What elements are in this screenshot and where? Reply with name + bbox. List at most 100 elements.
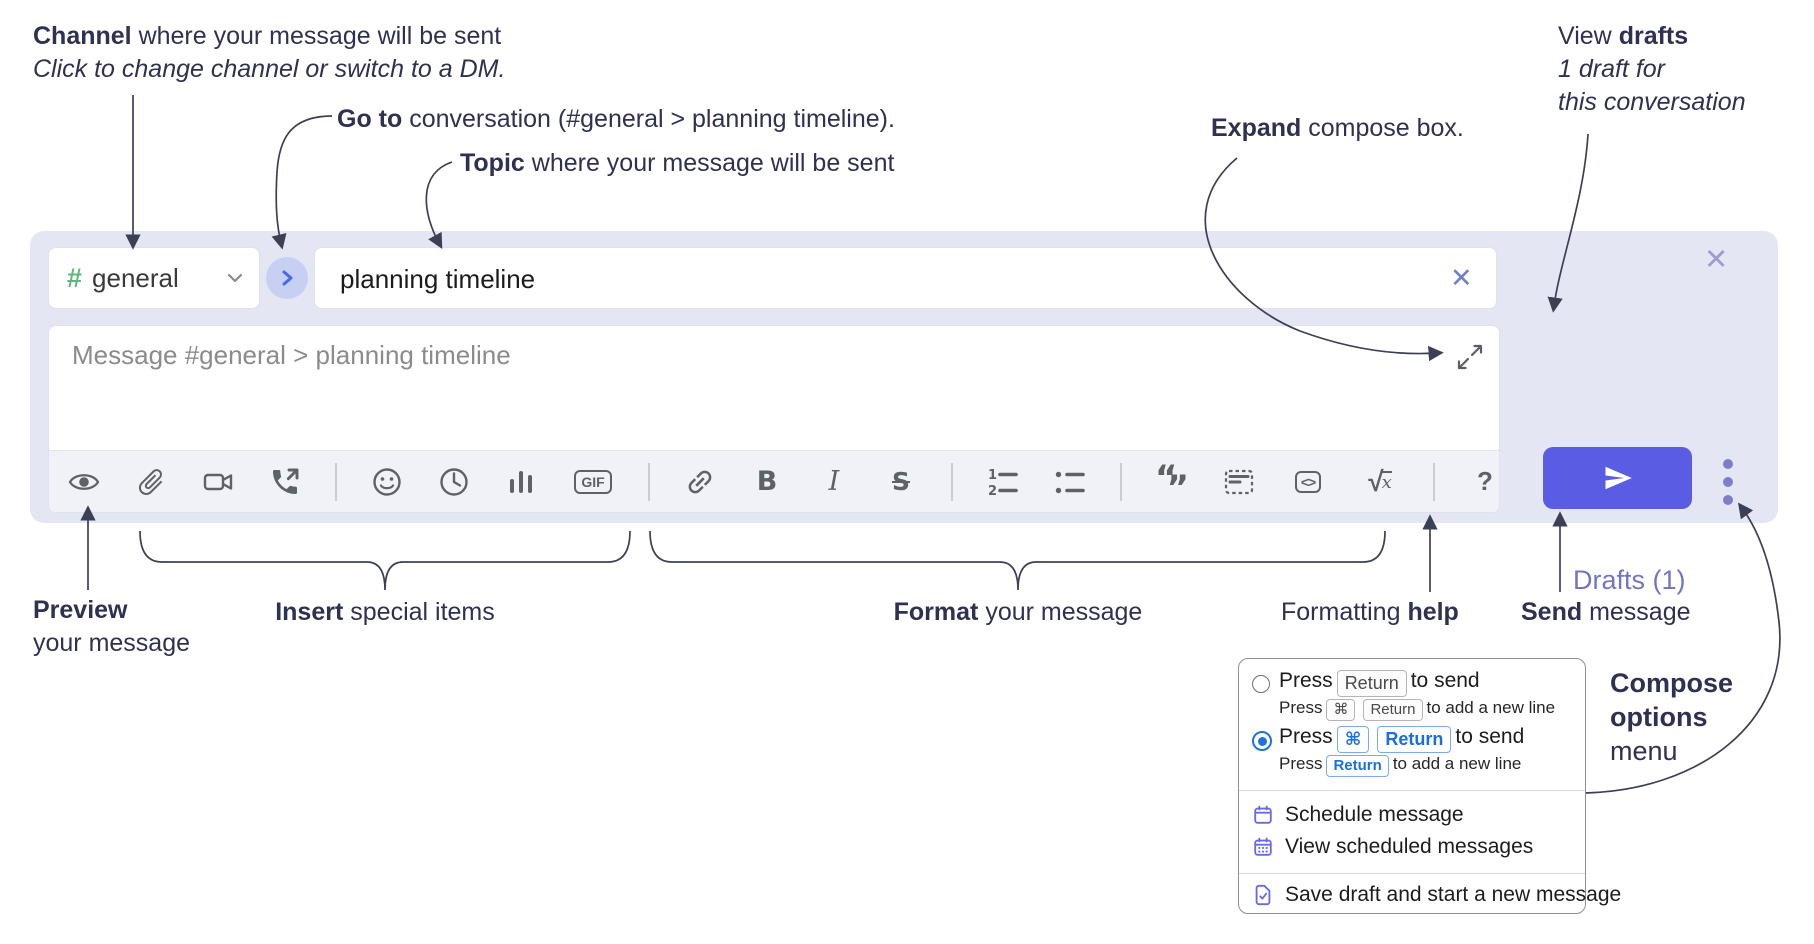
spoiler-button[interactable] — [1222, 465, 1256, 499]
smiley-icon — [373, 467, 401, 496]
voice-call-button[interactable] — [268, 465, 302, 499]
phone-call-icon — [273, 468, 299, 494]
gif-button[interactable]: GIF — [571, 465, 615, 499]
formatting-help-button[interactable]: ? — [1468, 465, 1502, 499]
toolbar-divider — [335, 462, 337, 501]
annotation-insert: Insert special items — [275, 598, 495, 626]
link-button[interactable] — [683, 465, 717, 499]
expand-compose-button[interactable] — [1457, 344, 1483, 375]
annotation-compose-options: Compose options menu — [1610, 668, 1734, 766]
cmd-key: ⌘ — [1326, 699, 1356, 721]
drafts-link[interactable]: Drafts (1) — [1573, 565, 1686, 595]
return-key: Return — [1377, 726, 1452, 753]
cmd-sends-radio[interactable] — [1252, 731, 1272, 751]
compose-box: # general ✕ ✕ — [30, 231, 1778, 595]
compose-options-menu-button[interactable] — [1717, 459, 1739, 505]
menu-divider — [1239, 790, 1585, 791]
paperclip-icon — [138, 468, 163, 495]
menu-item-schedule-message[interactable]: Schedule message — [1252, 803, 1464, 827]
arrow-goto — [271, 115, 333, 250]
cmd-key: ⌘ — [1336, 726, 1370, 753]
toolbar-divider — [1433, 462, 1435, 501]
italic-button[interactable]: I — [817, 465, 851, 499]
quote-icon: “ ” — [1155, 457, 1189, 508]
kebab-icon — [1723, 459, 1733, 469]
eye-icon — [68, 473, 100, 490]
numbered-list-button[interactable]: 1 2 — [986, 465, 1020, 499]
menu-item-view-scheduled[interactable]: View scheduled messages — [1252, 835, 1533, 859]
draft-check-icon — [1252, 884, 1274, 906]
svg-text:1: 1 — [988, 468, 997, 483]
math-icon: √ — [1368, 465, 1384, 497]
annotation-preview: Preview your message — [33, 596, 191, 657]
annotation-send: Send message — [1521, 598, 1691, 626]
menu-item-save-draft[interactable]: Save draft and start a new message — [1252, 883, 1621, 907]
quote-button[interactable]: “ ” — [1155, 457, 1189, 508]
calendar-icon — [1252, 804, 1274, 826]
brace-insert — [139, 530, 631, 591]
annotation-expand: Expand compose box. — [1211, 114, 1464, 142]
annotation-view-drafts: View drafts 1 draft for this conversatio… — [1558, 22, 1746, 116]
toolbar-divider — [951, 462, 953, 501]
code-icon: <> — [1294, 470, 1322, 493]
send-icon — [1605, 466, 1632, 490]
video-call-button[interactable] — [201, 465, 235, 499]
brace-format — [649, 530, 1386, 591]
svg-text:2: 2 — [988, 484, 997, 499]
return-key: Return — [1326, 755, 1389, 777]
code-button[interactable]: <> — [1289, 465, 1327, 499]
bold-button[interactable]: B — [750, 465, 784, 499]
spoiler-icon — [1224, 469, 1254, 494]
strikethrough-icon: S — [891, 467, 910, 496]
topic-input-box — [314, 247, 1497, 309]
goto-conversation-button[interactable] — [266, 257, 308, 299]
enter-sends-radio[interactable] — [1252, 675, 1270, 693]
annotation-format: Format your message — [893, 598, 1143, 626]
time-button[interactable] — [437, 465, 471, 499]
question-mark-icon: ? — [1477, 466, 1493, 496]
clock-icon — [440, 467, 468, 496]
video-camera-icon — [203, 473, 233, 490]
gif-icon: GIF — [574, 469, 612, 494]
link-icon — [688, 470, 712, 493]
emoji-button[interactable] — [370, 465, 404, 499]
menu-divider — [1239, 873, 1585, 874]
preview-button[interactable] — [67, 465, 101, 499]
close-compose-button[interactable]: ✕ — [1704, 244, 1729, 276]
calendar-grid-icon — [1252, 836, 1274, 858]
poll-button[interactable] — [504, 465, 538, 499]
channel-selector[interactable]: # general — [48, 247, 260, 309]
bar-chart-icon — [510, 470, 532, 493]
bulleted-list-icon — [1055, 471, 1085, 493]
return-key: Return — [1363, 699, 1423, 721]
chevron-down-icon — [227, 273, 243, 283]
annotation-goto: Go to conversation (#general > planning … — [337, 105, 895, 133]
annotation-help: Formatting help — [1281, 598, 1459, 626]
chevron-right-icon — [282, 270, 293, 286]
expand-icon — [1457, 344, 1483, 370]
bold-icon: B — [756, 466, 778, 497]
strikethrough-button[interactable]: S — [884, 465, 918, 499]
italic-icon: I — [828, 466, 840, 497]
hashtag-icon: # — [67, 262, 83, 293]
annotation-channel: Channel where your message will be sent … — [33, 22, 506, 83]
send-button[interactable] — [1543, 447, 1692, 509]
math-button[interactable]: √ x — [1368, 465, 1392, 497]
toolbar-divider — [1120, 462, 1122, 501]
channel-name: general — [92, 262, 179, 293]
message-box: GIF B I S — [48, 325, 1500, 513]
return-key: Return — [1336, 670, 1407, 697]
compose-toolbar: GIF B I S — [49, 450, 1499, 512]
message-input[interactable] — [70, 338, 1454, 442]
clear-topic-button[interactable]: ✕ — [1450, 263, 1473, 293]
annotation-topic: Topic where your message will be sent — [460, 149, 895, 177]
bulleted-list-button[interactable] — [1053, 465, 1087, 499]
toolbar-divider — [648, 462, 650, 501]
attach-file-button[interactable] — [134, 465, 168, 499]
topic-input[interactable] — [338, 249, 1432, 309]
